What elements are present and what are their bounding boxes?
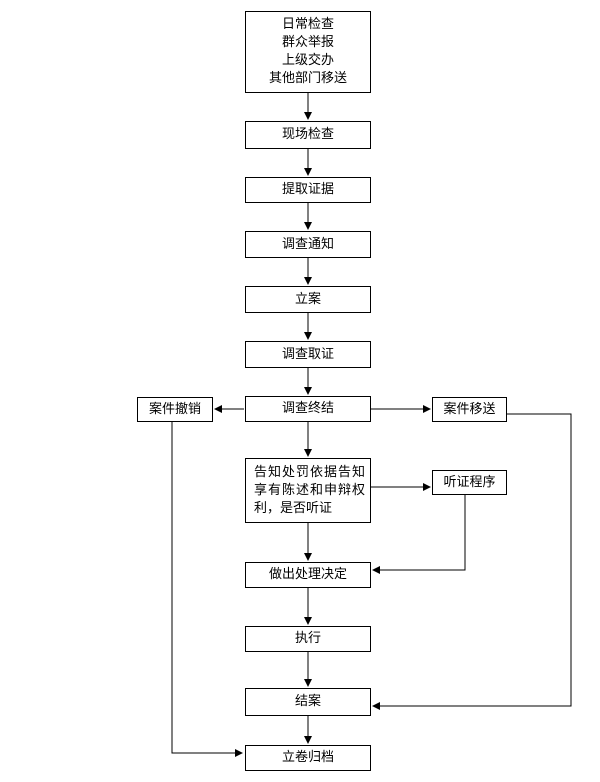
node-hearing: 听证程序 <box>432 470 507 495</box>
node-conclude: 调查终结 <box>245 396 371 422</box>
arrow-transfer-to-close <box>372 413 572 710</box>
node-sources-line-1: 日常检查 <box>281 17 334 32</box>
node-inform-line-2: 享有陈述和申辩权 <box>254 482 367 498</box>
node-evidence: 提取证据 <box>245 177 371 203</box>
node-transfer: 案件移送 <box>432 397 507 422</box>
node-investigate: 调查取证 <box>245 341 371 368</box>
node-notice: 调查通知 <box>245 231 371 258</box>
node-execute: 执行 <box>245 626 371 652</box>
node-inform-line-3: 利，是否听证 <box>254 500 333 516</box>
arrow-revoke-to-archive <box>171 422 243 757</box>
node-filing: 立案 <box>245 286 371 313</box>
node-revoke: 案件撤销 <box>137 397 213 422</box>
node-sources: 日常检查 群众举报 上级交办 其他部门移送 <box>245 11 371 93</box>
arrow-hearing-to-decision <box>372 495 466 574</box>
node-decision: 做出处理决定 <box>245 562 371 588</box>
node-inform-line-1: 告知处罚依据告知 <box>254 464 367 480</box>
node-inspect: 现场检查 <box>245 121 371 149</box>
node-sources-line-4: 其他部门移送 <box>268 71 347 86</box>
node-sources-line-2: 群众举报 <box>281 35 334 50</box>
node-inform: 告知处罚依据告知 享有陈述和申辩权 利，是否听证 <box>245 458 371 523</box>
node-close: 结案 <box>245 688 371 716</box>
node-sources-line-3: 上级交办 <box>281 53 334 68</box>
node-archive: 立卷归档 <box>245 745 371 771</box>
